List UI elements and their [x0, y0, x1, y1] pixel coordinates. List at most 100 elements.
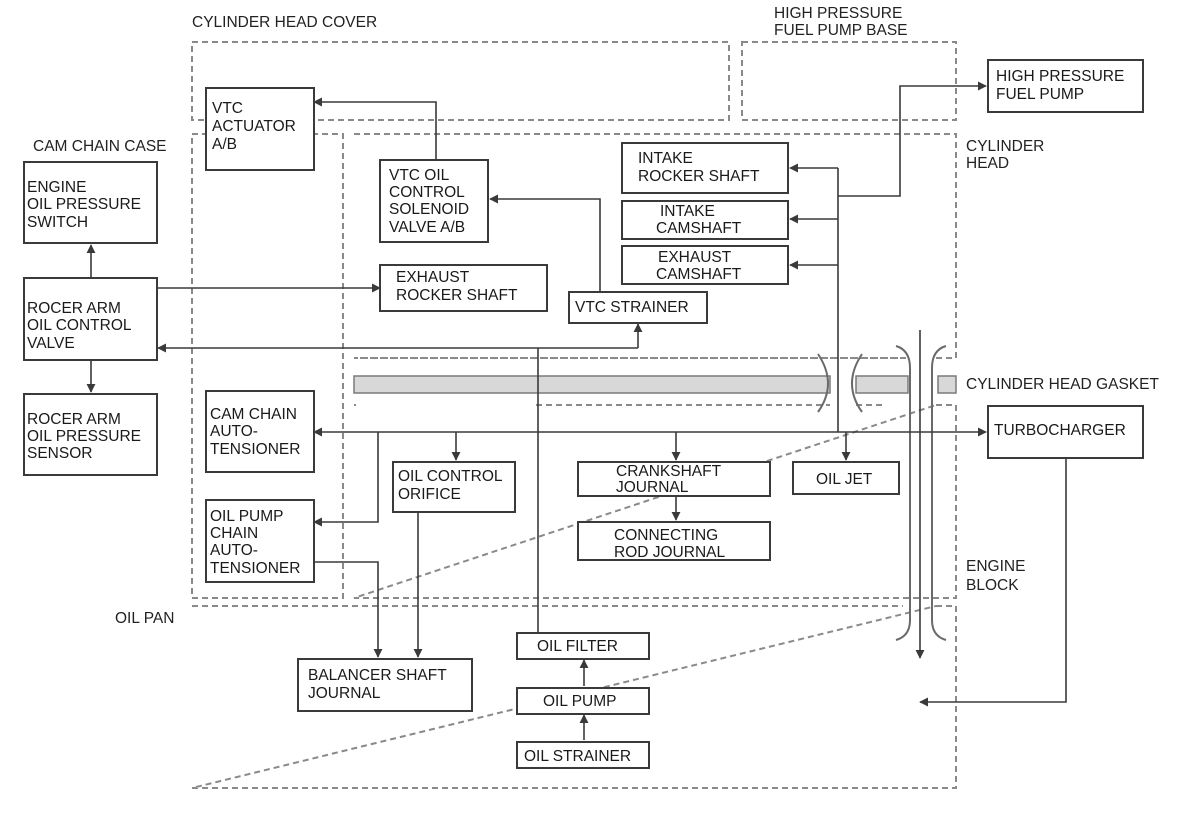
label-balancer-shaft-journal-line2: JOURNAL	[308, 685, 381, 702]
label-cylinder-head-cover: CYLINDER HEAD COVER	[192, 14, 377, 31]
flow-strainer-to-solenoid	[489, 194, 601, 292]
gasket-bracket-left	[817, 353, 829, 413]
label-exhaust-camshaft-line2: CAMSHAFT	[656, 266, 742, 283]
label-rocker-arm-oil-control-valve-line2: OIL CONTROL	[27, 317, 132, 334]
label-intake-camshaft-line1: INTAKE	[660, 203, 715, 220]
label-vtc-solenoid-line4: VALVE A/B	[389, 219, 465, 236]
flow-solenoid-to-actuator	[313, 97, 437, 160]
label-intake-rocker-shaft-line2: ROCKER SHAFT	[638, 168, 760, 185]
label-vtc-solenoid-line3: SOLENOID	[389, 201, 469, 218]
label-cam-chain-tensioner-line2: AUTO-	[210, 423, 258, 440]
gasket-strip-middle	[855, 375, 909, 394]
flow-to-fuel-pump	[838, 81, 987, 197]
label-engine-block-line2: BLOCK	[966, 577, 1019, 594]
box-engine-oil-pressure-switch	[23, 161, 158, 244]
label-rocker-arm-oil-control-valve-line1: ROCER ARM	[27, 300, 121, 317]
label-rocker-arm-oil-pressure-sensor-line3: SENSOR	[27, 445, 92, 462]
box-connecting-rod-journal	[577, 521, 771, 561]
cylinder-head-gasket	[353, 345, 957, 641]
label-oil-pump: OIL PUMP	[543, 693, 617, 710]
label-high-pressure-fuel-pump-base-line2: FUEL PUMP BASE	[774, 22, 908, 39]
label-vtc-strainer: VTC STRAINER	[575, 299, 689, 316]
box-high-pressure-fuel-pump	[987, 59, 1144, 113]
box-vtc-strainer	[568, 291, 708, 324]
zone-high-pressure-fuel-pump-base	[741, 41, 957, 121]
label-oil-pan: OIL PAN	[115, 610, 174, 627]
zone-engine-block	[353, 404, 957, 599]
box-cam-chain-auto-tensioner	[205, 390, 315, 473]
label-engine-oil-pressure-switch-line2: OIL PRESSURE	[27, 196, 141, 213]
label-cylinder-head-line1: CYLINDER	[966, 138, 1044, 155]
label-cam-chain-case: CAM CHAIN CASE	[33, 138, 167, 155]
box-exhaust-camshaft	[621, 245, 789, 285]
label-oil-pump-tensioner-line2: CHAIN	[210, 525, 258, 542]
label-crankshaft-journal-line1: CRANKSHAFT	[616, 463, 722, 480]
box-balancer-shaft-journal	[297, 658, 473, 712]
label-vtc-actuator-line3: A/B	[212, 136, 237, 153]
oil-flow-lines	[86, 81, 1067, 740]
label-cylinder-head-gasket: CYLINDER HEAD GASKET	[966, 376, 1159, 393]
label-engine-oil-pressure-switch-line1: ENGINE	[27, 179, 86, 196]
label-balancer-shaft-journal-line1: BALANCER SHAFT	[308, 667, 447, 684]
label-engine-block-line1: ENGINE	[966, 558, 1025, 575]
label-exhaust-rocker-shaft-line2: ROCKER SHAFT	[396, 287, 518, 304]
component-labels: HIGH PRESSURE FUEL PUMP VTC ACTUATOR A/B…	[27, 68, 1126, 765]
box-rocker-arm-oil-pressure-sensor	[23, 393, 158, 476]
label-cam-chain-tensioner-line1: CAM CHAIN	[210, 406, 297, 423]
flow-turbo-return	[919, 458, 1067, 707]
gasket-strip-right	[937, 375, 957, 394]
label-high-pressure-fuel-pump-base-line1: HIGH PRESSURE	[774, 5, 902, 22]
box-crankshaft-journal	[577, 461, 771, 497]
label-engine-oil-pressure-switch-line3: SWITCH	[27, 214, 88, 231]
label-vtc-solenoid-line1: VTC OIL	[389, 167, 450, 184]
gasket-strip-left	[353, 375, 831, 394]
gasket-bracket-right	[851, 353, 863, 413]
box-turbocharger	[987, 405, 1144, 459]
label-rocker-arm-oil-pressure-sensor-line1: ROCER ARM	[27, 411, 121, 428]
block-bracket-left	[895, 345, 911, 641]
box-oil-strainer	[516, 741, 650, 769]
box-oil-pump	[516, 687, 650, 715]
label-rocker-arm-oil-control-valve-line3: VALVE	[27, 335, 75, 352]
label-cam-chain-tensioner-line3: TENSIONER	[210, 441, 300, 458]
label-connecting-rod-journal-line2: ROD JOURNAL	[614, 544, 725, 561]
flow-tensioner-to-balancer	[314, 561, 383, 658]
label-high-pressure-fuel-pump-line1: HIGH PRESSURE	[996, 68, 1124, 85]
label-rocker-arm-oil-pressure-sensor-line2: OIL PRESSURE	[27, 428, 141, 445]
label-exhaust-camshaft-line1: EXHAUST	[658, 249, 732, 266]
label-turbocharger: TURBOCHARGER	[994, 422, 1126, 439]
box-exhaust-rocker-shaft	[379, 264, 548, 312]
label-vtc-actuator-line1: VTC	[212, 100, 243, 117]
label-high-pressure-fuel-pump-line2: FUEL PUMP	[996, 86, 1084, 103]
label-connecting-rod-journal-line1: CONNECTING	[614, 527, 718, 544]
block-bracket-right	[931, 345, 947, 641]
label-vtc-actuator-line2: ACTUATOR	[212, 118, 296, 135]
label-vtc-solenoid-line2: CONTROL	[389, 184, 465, 201]
component-boxes	[23, 59, 1144, 769]
zone-oil-pan	[191, 605, 957, 789]
box-vtc-actuator	[205, 87, 315, 171]
zone-cylinder-head-cover	[191, 41, 730, 121]
label-cylinder-head-line2: HEAD	[966, 155, 1009, 172]
box-oil-pump-chain-auto-tensioner	[205, 499, 315, 583]
box-intake-rocker-shaft	[621, 142, 789, 194]
box-rocker-arm-oil-control-valve	[23, 277, 158, 361]
box-oil-control-orifice	[392, 461, 516, 513]
zone-labels: CYLINDER HEAD COVER HIGH PRESSURE FUEL P…	[33, 5, 1159, 627]
flow-to-oil-pump-tensioner	[313, 432, 379, 527]
label-oil-pump-tensioner-line4: TENSIONER	[210, 560, 300, 577]
box-intake-camshaft	[621, 200, 789, 240]
label-exhaust-rocker-shaft-line1: EXHAUST	[396, 269, 470, 286]
label-oil-pump-tensioner-line1: OIL PUMP	[210, 508, 284, 525]
box-oil-jet	[792, 461, 900, 495]
label-crankshaft-journal-line2: JOURNAL	[616, 479, 689, 496]
label-intake-camshaft-line2: CAMSHAFT	[656, 220, 742, 237]
zone-cylinder-head	[354, 133, 957, 359]
label-oil-control-orifice-line2: ORIFICE	[398, 486, 461, 503]
label-oil-filter: OIL FILTER	[537, 638, 618, 655]
label-oil-jet: OIL JET	[816, 471, 873, 488]
label-oil-strainer: OIL STRAINER	[524, 748, 631, 765]
box-vtc-oil-control-solenoid-valve	[379, 159, 489, 243]
box-oil-filter	[516, 632, 650, 660]
